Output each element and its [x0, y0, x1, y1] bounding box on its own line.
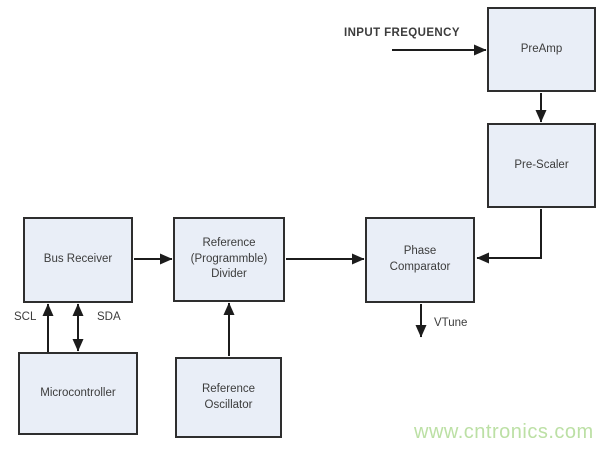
- block-microcontroller-label: Microcontroller: [40, 386, 116, 399]
- arrow-prescaler-to-phase-comparator: [476, 209, 542, 264]
- block-bus-receiver: Bus Receiver: [23, 217, 133, 303]
- watermark-text: www.cntronics.com: [414, 421, 594, 443]
- block-phase-comparator-label: Phase Comparator: [389, 245, 451, 273]
- scl-label: SCL: [14, 311, 37, 323]
- block-bus-receiver-label: Bus Receiver: [43, 253, 113, 266]
- block-microcontroller: Microcontroller: [18, 352, 138, 435]
- block-preamp: PreAmp: [487, 7, 596, 92]
- block-reference-oscillator: Reference Oscillator: [175, 357, 282, 438]
- block-pre-scaler: Pre-Scaler: [487, 123, 596, 208]
- block-phase-comparator: Phase Comparator: [365, 217, 475, 303]
- block-reference-divider-label: Reference (Programmble) Divider: [190, 237, 268, 281]
- block-preamp-label: PreAmp: [520, 42, 563, 55]
- block-pre-scaler-label: Pre-Scaler: [514, 158, 569, 171]
- vtune-label: VTune: [434, 317, 468, 329]
- input-frequency-label: INPUT FREQUENCY: [344, 27, 460, 39]
- block-reference-divider: Reference (Programmble) Divider: [173, 217, 285, 302]
- sda-label: SDA: [97, 311, 121, 323]
- block-reference-oscillator-label: Reference Oscillator: [201, 382, 256, 411]
